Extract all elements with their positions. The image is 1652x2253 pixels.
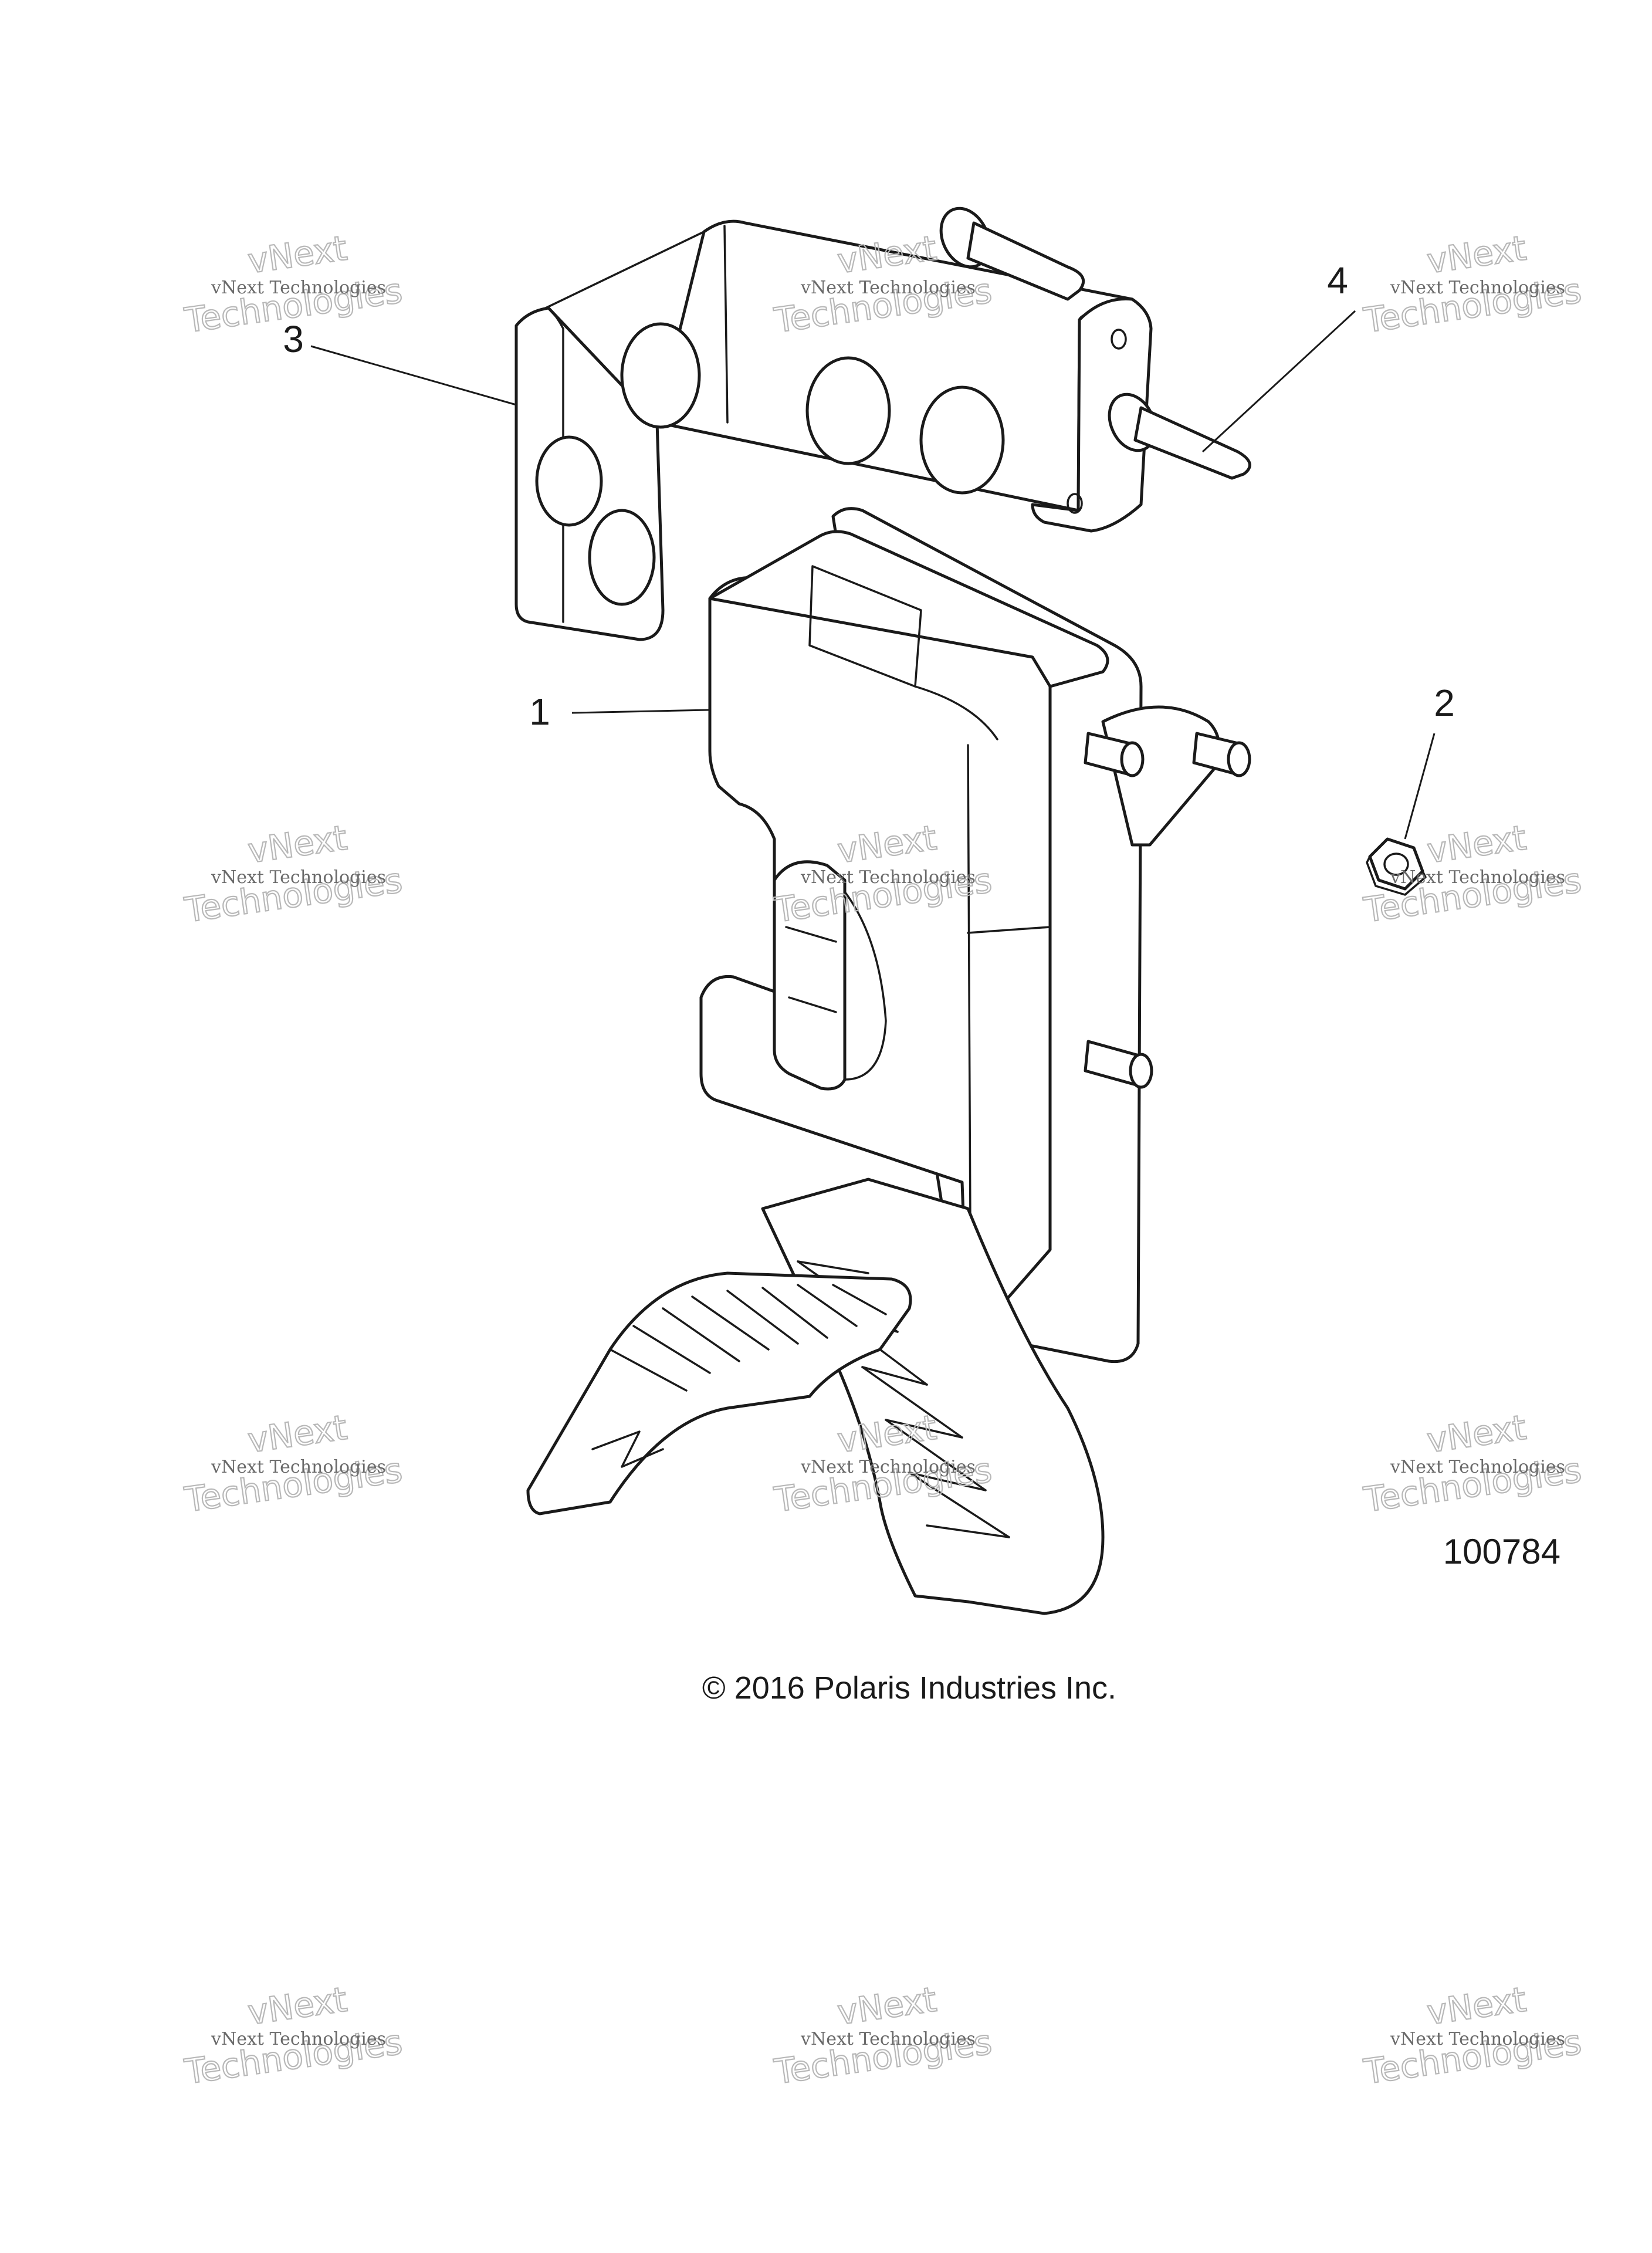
figure-number: 100784 [1443, 1532, 1560, 1571]
pin-part-4 [939, 207, 1251, 480]
stud-upper-left [1084, 732, 1145, 777]
bracket-part-3 [514, 219, 1153, 641]
svg-text:vNext: vNext [245, 228, 349, 281]
leader-2 [1404, 733, 1436, 840]
svg-text:vNext Technologies: vNext Technologies [211, 867, 386, 888]
connector-plug [773, 860, 887, 1091]
svg-text:vNext: vNext [1424, 817, 1528, 871]
copyright-notice: © 2016 Polaris Industries Inc. [702, 1670, 1116, 1706]
svg-text:vNext Technologies: vNext Technologies [1390, 278, 1565, 298]
svg-text:vNext: vNext [835, 1979, 939, 2032]
watermark-9: Technologies vNext vNext Technologies [1360, 1406, 1585, 1520]
watermark-12: Technologies vNext vNext Technologies [1360, 1978, 1585, 2092]
pedal-arm [526, 1178, 1105, 1615]
pedal-module-part-1 [699, 507, 1251, 1364]
watermark-1: Technologies vNext vNext Technologies [181, 227, 405, 341]
svg-text:vNext Technologies: vNext Technologies [211, 2029, 386, 2049]
leader-1 [571, 709, 710, 714]
svg-text:vNext Technologies: vNext Technologies [800, 867, 976, 888]
watermark-6: Technologies vNext vNext Technologies [1360, 817, 1585, 931]
watermark-11: Technologies vNext vNext Technologies [771, 1978, 995, 2092]
leader-3 [310, 345, 517, 406]
svg-text:vNext: vNext [245, 1407, 349, 1460]
stud-upper-right [1192, 732, 1251, 777]
watermarks: Technologies vNext vNext Technologies Te… [181, 227, 1585, 2092]
callout-1: 1 [529, 691, 550, 733]
svg-text:vNext Technologies: vNext Technologies [1390, 867, 1565, 888]
stud-lower [1084, 1040, 1153, 1089]
svg-text:vNext: vNext [245, 1979, 349, 2032]
svg-text:vNext Technologies: vNext Technologies [800, 2029, 976, 2049]
leader-lines [310, 310, 1436, 840]
watermark-4: Technologies vNext vNext Technologies [181, 817, 405, 931]
callout-2: 2 [1434, 682, 1455, 724]
leader-4 [1201, 310, 1356, 453]
svg-text:vNext Technologies: vNext Technologies [211, 278, 386, 298]
svg-text:vNext: vNext [1424, 1979, 1528, 2032]
svg-text:vNext Technologies: vNext Technologies [211, 1457, 386, 1477]
watermark-3: Technologies vNext vNext Technologies [1360, 227, 1585, 341]
watermark-10: Technologies vNext vNext Technologies [181, 1978, 405, 2092]
svg-text:vNext Technologies: vNext Technologies [1390, 2029, 1565, 2049]
callout-4: 4 [1327, 259, 1348, 302]
svg-text:vNext: vNext [1424, 228, 1528, 281]
svg-text:vNext Technologies: vNext Technologies [800, 1457, 976, 1477]
svg-text:vNext Technologies: vNext Technologies [800, 278, 976, 298]
watermark-7: Technologies vNext vNext Technologies [181, 1406, 405, 1520]
svg-text:vNext: vNext [245, 817, 349, 871]
callout-3: 3 [283, 318, 304, 360]
svg-text:vNext Technologies: vNext Technologies [1390, 1457, 1565, 1477]
flange-nut-part-2 [1366, 837, 1427, 896]
svg-text:vNext: vNext [1424, 1407, 1528, 1460]
